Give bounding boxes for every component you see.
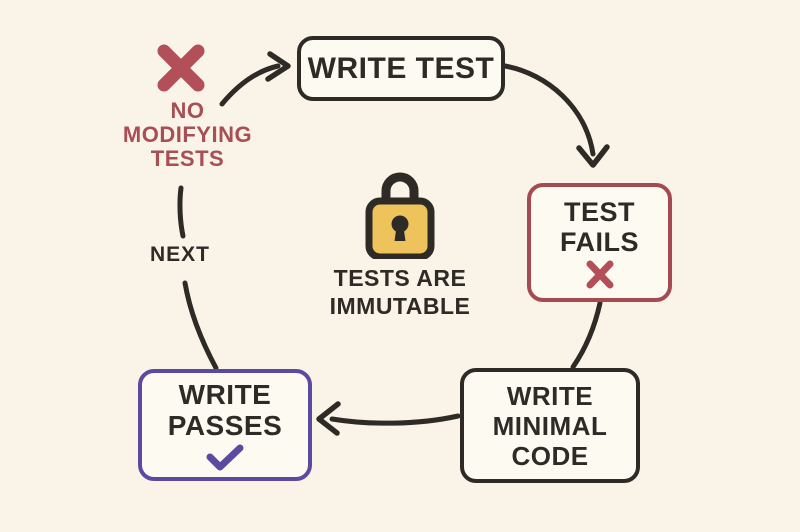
node-write-passes-label: PASSES: [167, 410, 283, 441]
node-test-fails-label: TEST: [563, 196, 635, 227]
tests-immutable-line: TESTS ARE: [333, 265, 467, 291]
node-test-fails-label: FAILS: [559, 226, 639, 257]
node-write-minimal-code-label: MINIMAL: [492, 410, 608, 441]
arrowhead-write-test-to-test-fails: [576, 144, 610, 168]
node-write-test: WRITE TEST: [297, 36, 505, 101]
padlock-icon: [365, 172, 435, 259]
test-fails-x-icon: [586, 260, 613, 288]
tests-immutable-caption: TESTS ARE IMMUTABLE: [305, 264, 495, 320]
node-write-test-label: WRITE TEST: [307, 51, 495, 85]
arrow-write-test-to-test-fails: [502, 63, 596, 157]
line-next-to-restart: [177, 185, 186, 239]
arrow-restart-to-write-test: [219, 63, 281, 107]
line-write-passes-to-next: [182, 280, 219, 371]
no-modifying-tests-line: MODIFYING: [122, 122, 253, 147]
no-modifying-tests-label: NO MODIFYING TESTS: [105, 99, 270, 171]
node-test-fails: TEST FAILS: [527, 183, 672, 302]
no-modifying-x-icon: [157, 44, 205, 92]
write-passes-check-icon: [206, 444, 244, 471]
next-label: NEXT: [149, 243, 210, 266]
node-write-minimal-code: WRITE MINIMAL CODE: [460, 368, 640, 483]
node-write-minimal-code-label: WRITE: [506, 380, 594, 411]
line-test-fails-to-write-minimal-code: [570, 300, 603, 370]
no-modifying-tests-line: NO: [170, 98, 205, 123]
no-modifying-tests-line: TESTS: [150, 146, 225, 171]
tests-immutable-line: IMMUTABLE: [329, 293, 471, 319]
node-write-minimal-code-label: CODE: [511, 440, 589, 471]
arrowhead-restart-to-write-test: [265, 51, 291, 82]
arrowhead-write-minimal-code-to-write-passes: [316, 401, 341, 436]
arrow-write-minimal-code-to-write-passes: [329, 413, 461, 426]
node-write-passes-label: WRITE: [178, 379, 272, 410]
node-write-passes: WRITE PASSES: [138, 369, 312, 481]
